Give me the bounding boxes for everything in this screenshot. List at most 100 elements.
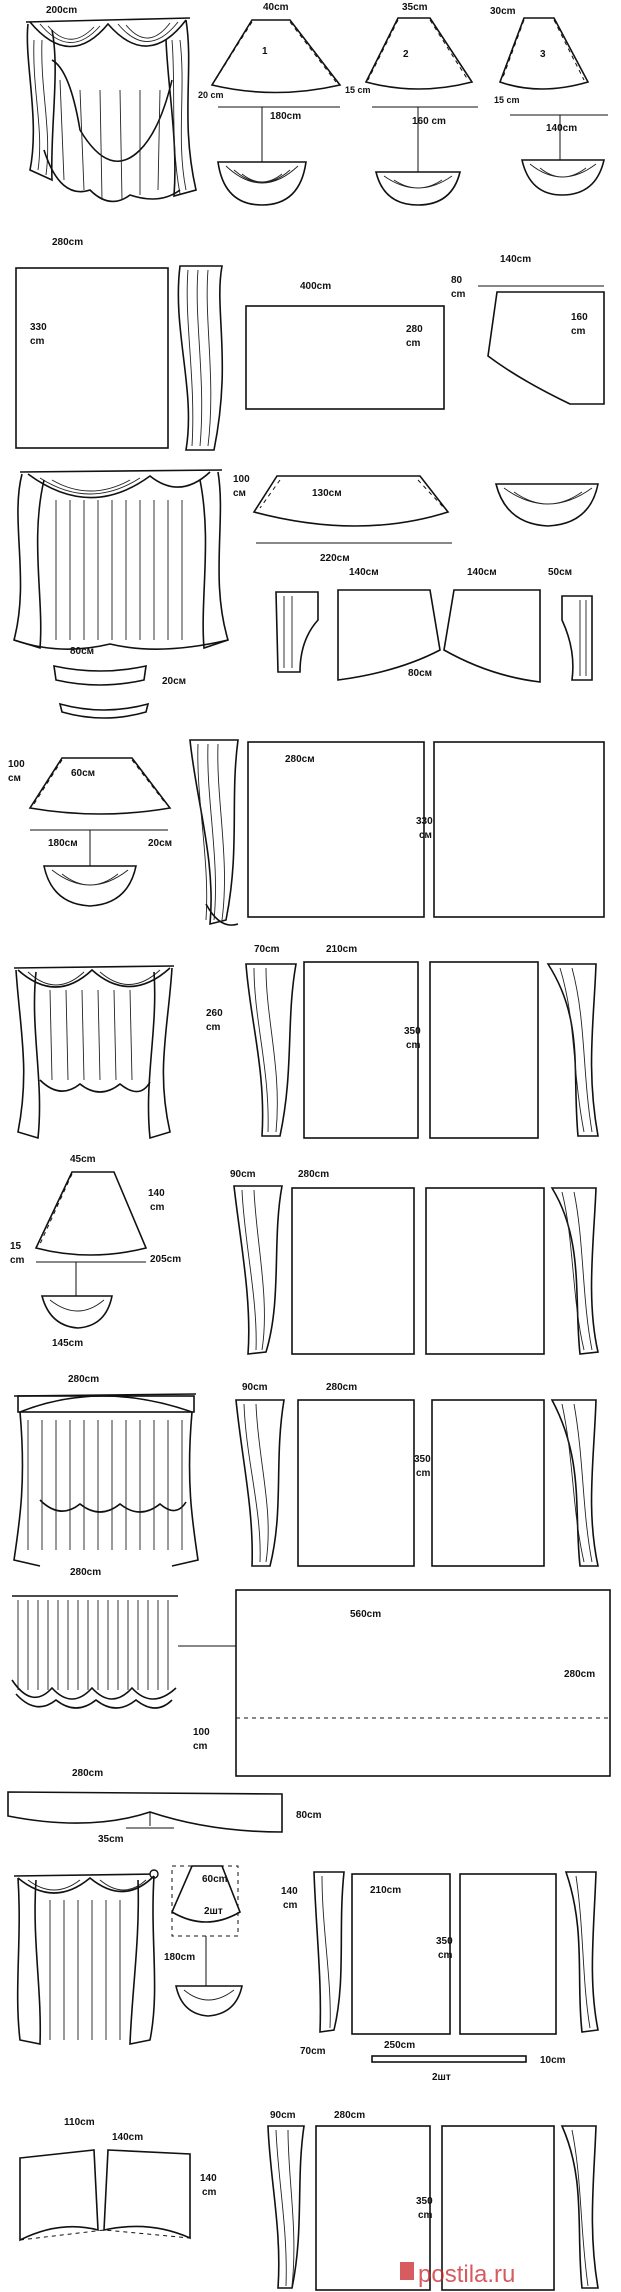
block6-side-a: 140 [148, 1188, 165, 1199]
block8-drawing [11, 1595, 236, 1709]
block5-panel-height-a: 350 [404, 1026, 421, 1037]
block9-height: 80cm [296, 1810, 322, 1821]
block8-height: 280cm [564, 1669, 595, 1680]
block2: 280cm 330 cm 400cm 280 cm 140cm 80 cm 16… [15, 237, 605, 451]
block5-panels: 70cm 210cm 350 cm [245, 944, 599, 1139]
block3-swag-drawing: 80см 20см [13, 469, 229, 719]
block11-right-top: 140cm [112, 2132, 143, 2143]
block8-fold-a: 100 [193, 1727, 210, 1738]
block9-lambrequin: 280cm 35cm 80cm [7, 1768, 322, 1845]
block7-top: 280cm [68, 1374, 99, 1385]
block11-pieces: 110cm 140cm 140 cm [19, 2117, 217, 2242]
block7-drawing: 280cm 280cm [13, 1374, 199, 1578]
block10-strip-qty: 2шт [432, 2072, 451, 2083]
watermark-text: postila.ru [418, 2261, 515, 2288]
block3-pieces: 140см 140см 50см 80см [275, 567, 593, 683]
block1-p1-bottom: 180cm [270, 111, 301, 122]
block6-top: 45cm [70, 1154, 96, 1165]
block1-p2-side: 15 cm [345, 85, 371, 95]
block4-side-a: 100 [8, 759, 25, 770]
block2-panel-width: 280cm [52, 237, 83, 248]
block4-side2: 20см [148, 838, 172, 849]
block6-side-width: 90cm [230, 1169, 256, 1180]
block11-height-a: 140 [200, 2173, 217, 2184]
block5-side-width: 70cm [254, 944, 280, 955]
block2-panel-height-a: 330 [30, 322, 47, 333]
block8-panel: 560cm 280cm 100 cm [193, 1589, 611, 1777]
block9-width: 280cm [72, 1768, 103, 1779]
block7-panel-height-a: 350 [414, 1454, 431, 1465]
block3-arc-pattern: 100 см 130см 220см [233, 474, 599, 564]
block6-left-b: cm [10, 1255, 25, 1266]
block10-qty: 2шт [204, 1906, 223, 1917]
block7-panel-height-b: cm [416, 1468, 431, 1479]
block11-side-width: 90cm [270, 2110, 296, 2121]
block3-strip-top: 80см [70, 646, 94, 657]
block2-piece-left-a: 80 [451, 275, 463, 286]
block7-panels: 90cm 280cm 350 cm [235, 1382, 599, 1567]
block11-left-top: 110cm [64, 2117, 95, 2128]
block6-left-a: 15 [10, 1241, 22, 1252]
block1-p3-bottom: 140cm [546, 123, 577, 134]
block1-p2-bottom: 160 cm [412, 116, 446, 127]
block9-dip: 35cm [98, 1834, 124, 1845]
block8-width: 560cm [350, 1609, 381, 1620]
block2-panel-height-b: cm [30, 336, 45, 347]
block1-p3-side: 15 cm [494, 95, 520, 105]
block4-panel-width: 280см [285, 754, 315, 765]
block1-p1-top: 40cm [263, 2, 289, 13]
block3-arc-top: 130см [312, 488, 342, 499]
block11-height-b: cm [202, 2187, 217, 2198]
block5-panel-width: 210cm [326, 944, 357, 955]
block3-side-piece: 50см [548, 567, 572, 578]
block5-drawing: 260 cm [13, 965, 223, 1140]
block11-panel-width: 280cm [334, 2110, 365, 2121]
block10-bottom: 180cm [164, 1952, 195, 1963]
block4-panel-height-b: см [419, 830, 432, 841]
block6-panel-width: 280cm [298, 1169, 329, 1180]
block2-rect-width: 400cm [300, 281, 331, 292]
block3-arc-side-a: 100 [233, 474, 250, 485]
block2-piece-right-a: 160 [571, 312, 588, 323]
block1-p1-side: 20 cm [198, 90, 224, 100]
block1-p3-num: 3 [540, 49, 546, 60]
block6-bottom: 145cm [52, 1338, 83, 1349]
block6-panels: 90cm 280cm [230, 1169, 599, 1355]
block10-top: 60cm [202, 1874, 228, 1885]
block2-piece-right-b: cm [571, 326, 586, 337]
block10-strip-width: 250cm [384, 2040, 415, 2051]
block11-panel-height-b: cm [418, 2210, 433, 2221]
block5-panel-height-b: cm [406, 1040, 421, 1051]
block4-side-b: см [8, 773, 21, 784]
block4-arc-pattern: 100 см 60см 180см 20см [8, 757, 172, 907]
block8-fold-b: cm [193, 1741, 208, 1752]
block1-p2-num: 2 [403, 49, 409, 60]
block10-side-width: 70cm [300, 2046, 326, 2057]
block10-side-b: cm [283, 1900, 298, 1911]
block10-side-a: 140 [281, 1886, 298, 1897]
block1-pattern-1: 40cm 1 20 cm 180cm [198, 2, 342, 206]
block6-side-b: cm [150, 1202, 165, 1213]
block1-swag-curtain-drawing: 200cm [25, 5, 197, 203]
block10-panels: 70cm 210cm 350 cm 250cm 10cm 2шт [300, 1871, 599, 2083]
block5-height-a: 260 [206, 1008, 223, 1019]
block7-panel-width: 280cm [326, 1382, 357, 1393]
block10-panel-width: 210cm [370, 1885, 401, 1896]
block4-panel-height-a: 330 [416, 816, 433, 827]
block1-p1-num: 1 [262, 46, 268, 57]
block10-strip-height: 10cm [540, 2055, 566, 2066]
block10-drawing [13, 1869, 159, 2045]
block3-left-piece: 140см [349, 567, 379, 578]
block2-piece-width: 140cm [500, 254, 531, 265]
block7-bottom: 280cm [70, 1567, 101, 1578]
block11-panels: 90cm 280cm 350 cm [267, 2110, 599, 2291]
block2-rect-height-b: cm [406, 338, 421, 349]
block4-top: 60см [71, 768, 95, 779]
block10-arc-pattern: 60cm 2шт 140 cm 180cm [164, 1865, 298, 2017]
block1-p2-top: 35cm [402, 2, 428, 13]
block6-arc-pattern: 45cm 140 cm 15 cm 205cm 145cm [10, 1154, 181, 1349]
block5-height-b: cm [206, 1022, 221, 1033]
block10-panel-height-b: cm [438, 1950, 453, 1961]
block2-rect-height-a: 280 [406, 324, 423, 335]
